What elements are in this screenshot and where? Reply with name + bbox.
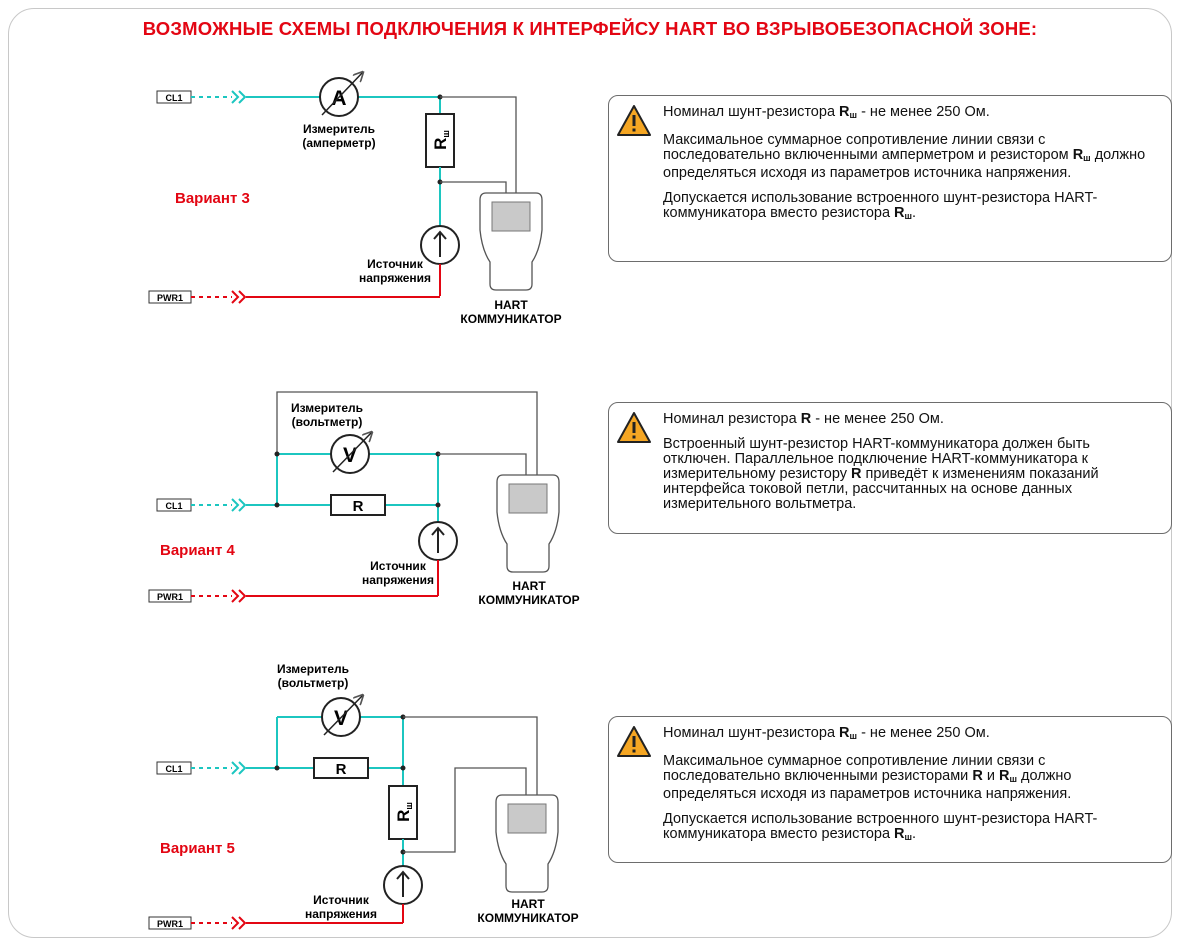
warning-icon	[617, 105, 651, 136]
cl-arrow-icon	[231, 498, 247, 512]
svg-text:R: R	[336, 761, 347, 778]
svg-text:PWR1: PWR1	[157, 919, 183, 929]
pwr-arrow-icon	[231, 916, 247, 930]
measuring-resistor	[330, 494, 386, 516]
pwr-arrow-icon	[231, 290, 247, 304]
svg-text:PWR1: PWR1	[157, 592, 183, 602]
page-title: ВОЗМОЖНЫЕ СХЕМЫ ПОДКЛЮЧЕНИЯ К ИНТЕРФЕЙСУ…	[142, 18, 1038, 39]
svg-text:(вольтметр): (вольтметр)	[278, 676, 349, 690]
hart-label-line2: КОММУНИКАТОР	[460, 312, 561, 326]
note-v5-p2: Максимальное суммарное сопротивление лин…	[663, 753, 1072, 802]
svg-text:Rш: Rш	[431, 130, 451, 150]
svg-text:CL1: CL1	[165, 764, 182, 774]
measuring-resistor	[313, 757, 369, 779]
warning-icon	[617, 412, 651, 443]
note-v3-p2: Максимальное суммарное сопротивление лин…	[663, 132, 1146, 181]
variant-3-diagram: CL1 A Измеритель (амперметр) Rш Источник…	[148, 72, 562, 326]
svg-text:КОММУНИКАТОР: КОММУНИКАТОР	[477, 911, 578, 925]
cl-arrow-icon	[231, 90, 247, 104]
variant-4-label: Вариант 4	[160, 542, 235, 559]
svg-text:HART: HART	[512, 579, 546, 593]
note-v5-p1: Номинал шунт-резистора Rш - не менее 250…	[663, 725, 990, 742]
svg-text:Источник: Источник	[313, 893, 370, 907]
note-v4-p1: Номинал резистора R - не менее 250 Ом.	[663, 411, 944, 427]
svg-text:Измеритель: Измеритель	[277, 662, 349, 676]
ammeter-label-line1: Измеритель	[303, 122, 375, 136]
ammeter-symbol: A	[331, 87, 346, 110]
measuring-resistor-label: R	[353, 498, 364, 515]
note-variant-3: Номинал шунт-резистора Rш - не менее 250…	[608, 95, 1172, 262]
note-variant-5: Номинал шунт-резистора Rш - не менее 250…	[608, 716, 1172, 863]
hart-communicator-icon	[496, 474, 560, 573]
cl-arrow-icon	[231, 761, 247, 775]
warning-icon	[617, 726, 651, 757]
note-v5-p3: Допускается использование встроенного шу…	[663, 811, 1098, 843]
variant-5-diagram: Измеритель (вольтметр) V CL1 R Rш Источн…	[148, 662, 579, 930]
hart-label-line1: HART	[494, 298, 528, 312]
svg-text:CL1: CL1	[165, 501, 182, 511]
hart-communicator-icon	[495, 794, 559, 893]
source-label-line1: Источник	[367, 257, 424, 271]
svg-text:напряжения: напряжения	[362, 573, 434, 587]
note-v4-p2: Встроенный шунт-резистор HART-коммуникат…	[663, 436, 1099, 512]
svg-text:Источник: Источник	[370, 559, 427, 573]
ammeter-label-line2: (амперметр)	[302, 136, 375, 150]
variant-5-label: Вариант 5	[160, 840, 235, 857]
svg-text:Rш: Rш	[394, 802, 414, 822]
source-label-line2: напряжения	[359, 271, 431, 285]
voltmeter-label-line1: Измеритель	[291, 401, 363, 415]
terminal-pwr1-label: PWR1	[157, 293, 183, 303]
variant-4-diagram: Измеритель (вольтметр) CL1 R V Источник …	[148, 391, 580, 607]
shunt-resistor-label: R	[394, 810, 413, 822]
hart-communicator-icon	[479, 192, 543, 291]
voltmeter-label-line2: (вольтметр)	[292, 415, 363, 429]
variant-3-label: Вариант 3	[175, 190, 250, 207]
shunt-resistor-label: R	[431, 138, 450, 150]
note-v3-p3: Допускается использование встроенного шу…	[663, 190, 1098, 222]
pwr-arrow-icon	[231, 589, 247, 603]
terminal-cl1-label: CL1	[165, 93, 182, 103]
svg-text:HART: HART	[511, 897, 545, 911]
svg-text:напряжения: напряжения	[305, 907, 377, 921]
shunt-resistor	[388, 785, 418, 840]
svg-text:КОММУНИКАТОР: КОММУНИКАТОР	[478, 593, 579, 607]
note-v3-p1: Номинал шунт-резистора Rш - не менее 250…	[663, 104, 990, 121]
note-variant-4: Номинал резистора R - не менее 250 Ом. В…	[608, 402, 1172, 534]
